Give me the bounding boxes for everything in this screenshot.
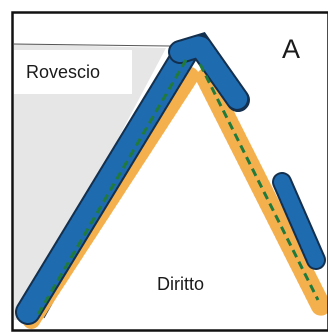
diagram-frame [11, 11, 328, 332]
blue-stitch-band-right [272, 172, 326, 270]
wrong-side-label-box [14, 50, 132, 94]
blue-stitch-band-apex [168, 32, 250, 112]
wrong-side-top-edge [13, 43, 171, 47]
blue-stitch-band-left [15, 39, 199, 325]
panel-letter: A [282, 34, 300, 64]
wrong-side-label: Rovescio [26, 62, 100, 82]
right-side-label: Diritto [157, 274, 204, 294]
basting-line-right [198, 63, 320, 301]
basting-line-left [34, 59, 188, 319]
